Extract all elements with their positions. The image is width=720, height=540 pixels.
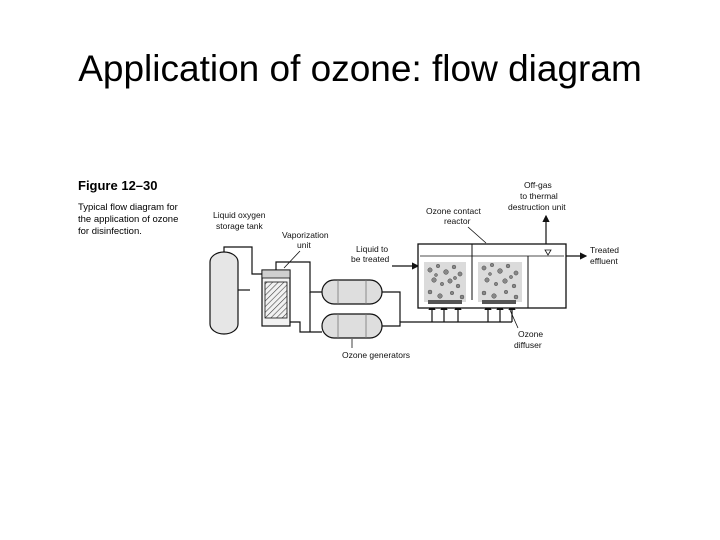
label-contact-reactor-2: reactor <box>444 216 471 226</box>
leader-vaporization <box>283 250 301 269</box>
label-vaporization-2: unit <box>297 240 311 250</box>
oxygen-storage-tank <box>209 251 239 335</box>
figure-number: Figure 12–30 <box>78 178 158 193</box>
water-level-marker <box>544 249 552 256</box>
ozone-contact-reactor <box>417 243 567 309</box>
label-diffuser-1: Ozone <box>518 329 543 339</box>
bubble-plume-1 <box>424 262 466 302</box>
caption-line: the application of ozone <box>78 214 179 225</box>
bubble-plume-2 <box>478 262 522 302</box>
caption-line: Typical flow diagram for <box>78 202 178 213</box>
ozone-diffuser <box>428 300 516 304</box>
label-ozone-generators: Ozone generators <box>342 350 410 360</box>
label-oxygen-tank-1: Liquid oxygen <box>213 210 266 220</box>
figure-caption: Figure 12–30 Typical flow diagram for th… <box>78 178 200 238</box>
label-diffuser-2: diffuser <box>514 340 542 350</box>
label-offgas-1: Off-gas <box>524 180 552 190</box>
ozone-generator-top <box>321 279 383 305</box>
label-offgas-2: to thermal <box>520 191 558 201</box>
ozone-generator-bottom <box>321 313 383 339</box>
pipe-tank-to-vaporizer <box>223 246 264 291</box>
label-offgas-3: destruction unit <box>508 202 566 212</box>
slide-title: Application of ozone: flow diagram <box>78 48 642 89</box>
label-treated-1: Treated <box>590 245 619 255</box>
leader-diffuser <box>509 309 519 329</box>
label-liquid-in-2: be treated <box>351 254 390 264</box>
label-treated-2: effluent <box>590 256 618 266</box>
vaporization-unit <box>261 269 291 327</box>
label-vaporization-1: Vaporization <box>282 230 329 240</box>
pipe-vaporizer-to-generators <box>275 261 322 333</box>
figure-description: Typical flow diagram for the application… <box>78 202 200 238</box>
label-oxygen-tank-2: storage tank <box>216 221 264 231</box>
label-liquid-in-1: Liquid to <box>356 244 388 254</box>
caption-line: for disinfection. <box>78 226 142 237</box>
label-contact-reactor-1: Ozone contact <box>426 206 481 216</box>
leader-contact-reactor <box>467 226 487 244</box>
